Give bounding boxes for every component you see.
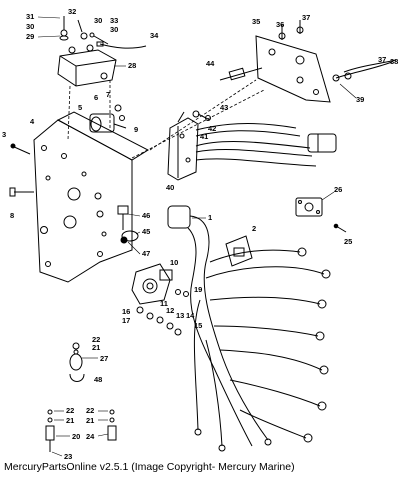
callout-37a: 37 (302, 13, 310, 22)
callout-6: 6 (94, 93, 98, 102)
callout-26: 26 (334, 185, 342, 194)
callout-41: 41 (200, 132, 208, 141)
sensor-24 (107, 409, 117, 441)
callout-47: 47 (142, 249, 150, 258)
callout-3: 3 (2, 130, 6, 139)
copyright-caption: MercuryPartsOnline v2.5.1 (Image Copyrig… (4, 461, 295, 473)
callout-13: 13 (176, 311, 184, 320)
callout-43: 43 (220, 103, 228, 112)
plug-2 (225, 235, 253, 267)
callout-9: 9 (134, 125, 138, 134)
callout-31: 31 (26, 12, 34, 21)
callout-2: 2 (252, 224, 256, 233)
callout-22a: 22 (92, 335, 100, 344)
fasteners-11-17 (136, 289, 189, 336)
callout-25: 25 (344, 237, 352, 246)
callout-1: 1 (208, 213, 212, 222)
lead-34 (96, 41, 147, 49)
callout-37b: 37 (378, 55, 386, 64)
callout-12: 12 (166, 306, 174, 315)
screws-41-42-43 (177, 110, 211, 123)
callout-34: 34 (150, 31, 159, 40)
callout-8: 8 (10, 211, 14, 220)
callout-45: 45 (142, 227, 150, 236)
callout-17: 17 (122, 316, 130, 325)
callout-46: 46 (142, 211, 150, 220)
callout-22c: 22 (86, 406, 94, 415)
mounting-bracket-4 (33, 111, 150, 283)
callout-5: 5 (78, 103, 82, 112)
clamp-45-47 (120, 230, 139, 244)
callout-39: 39 (356, 95, 364, 104)
callout-15: 15 (194, 321, 202, 330)
callout-21c: 21 (86, 416, 94, 425)
callout-27: 27 (100, 354, 108, 363)
callout-35: 35 (252, 17, 260, 26)
callout-4: 4 (30, 117, 35, 126)
callout-19: 19 (194, 285, 202, 294)
relay-5 (89, 104, 127, 133)
callout-28: 28 (128, 61, 136, 70)
callout-21b: 21 (66, 416, 74, 425)
callouts: 31 30 29 32 30 33 30 34 28 3 4 5 6 7 8 9… (2, 7, 398, 461)
clip-48 (69, 373, 85, 382)
plate-35 (255, 20, 331, 103)
callout-11: 11 (160, 299, 168, 308)
callout-33: 33 (110, 16, 118, 25)
callout-42: 42 (208, 124, 216, 133)
callout-30c: 30 (110, 25, 118, 34)
washers-29-30-31 (59, 16, 69, 41)
callout-29: 29 (26, 32, 34, 41)
cable-38-39 (332, 59, 397, 82)
callout-30b: 30 (94, 16, 102, 25)
bracket-26 (295, 197, 323, 217)
callout-44: 44 (206, 59, 215, 68)
bolt-8 (9, 187, 34, 197)
screw-25 (333, 223, 347, 233)
callout-10: 10 (170, 258, 178, 267)
callout-24: 24 (86, 432, 95, 441)
wiring-harness-1 (167, 205, 331, 452)
sender-27 (69, 342, 83, 371)
callout-30a: 30 (26, 22, 34, 31)
ignition-module-40 (167, 117, 337, 181)
connector-44 (219, 67, 263, 81)
callout-38: 38 (390, 57, 398, 66)
bolt-3 (10, 143, 31, 155)
callout-48: 48 (94, 375, 102, 384)
callout-16: 16 (122, 307, 130, 316)
callout-32: 32 (68, 7, 76, 16)
bolt-46 (117, 205, 129, 230)
callout-20: 20 (72, 432, 80, 441)
callout-23: 23 (64, 452, 72, 461)
module-28 (57, 44, 117, 87)
callout-36: 36 (276, 20, 284, 29)
callout-14: 14 (186, 311, 195, 320)
callout-7: 7 (106, 90, 110, 99)
switch-assembly-10 (131, 263, 173, 305)
callout-22b: 22 (66, 406, 74, 415)
callout-40: 40 (166, 183, 174, 192)
fasteners-32-33 (77, 19, 109, 45)
callout-21a: 21 (92, 343, 100, 352)
sensor-20 (45, 409, 55, 452)
